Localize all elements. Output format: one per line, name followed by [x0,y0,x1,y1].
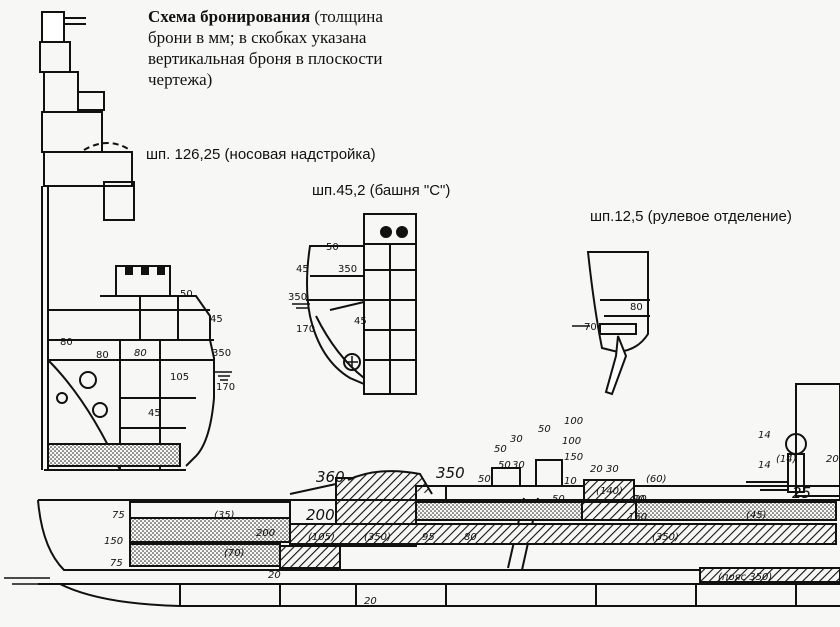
profile-turret-numbers: 360 350 (140) (60) (14) 25 [316,454,811,502]
profile-num: 350 [436,464,465,482]
profile-num: 30 [606,464,619,475]
profile-num: 10 [564,476,577,487]
sec-a-num: 80 [134,348,147,359]
sec-a-num: 80 [60,337,73,348]
sec-a-num: 45 [148,408,161,419]
section-turret-c [292,213,417,395]
profile-middle-numbers: 150 200 (105) (350) 95 80 (350) [104,528,679,547]
profile-upper-numbers: 100 50 30 100 50 150 30 50 20 30 50 10 2… [478,416,839,505]
profile-num: 20 [632,494,645,505]
caption-text: (толщина брони в мм; в скобках указана в… [148,7,383,89]
profile-num: 30 [512,460,525,471]
section-label-steering: шп.12,5 (рулевое отделение) [590,208,792,225]
profile-num: 20 [634,494,647,505]
sec-b-num: 350 [338,264,357,275]
sec-b-num: 45 [354,316,367,327]
section-a-numbers: 50 45 80 80 80 350 105 170 45 [60,289,235,419]
hull-profile [4,383,840,607]
profile-num: 20 [364,596,377,607]
sec-b-num: 170 [296,324,315,335]
profile-num: 360 [316,468,345,486]
sec-c-num: 80 [630,302,643,313]
sec-b-num: 45 [296,264,309,275]
sec-a-num: 50 [180,289,193,300]
profile-num: 150 [564,452,583,463]
profile-num: (350) [364,532,391,543]
profile-num: 95 [422,532,435,543]
section-c-numbers: 80 70 [584,302,643,333]
profile-num: (350) [652,532,679,543]
profile-num: 200 [256,528,275,539]
sec-a-num: 350 [212,348,231,359]
profile-num: (140) [596,486,623,497]
profile-num: 75 [110,558,123,569]
profile-num: (45) [746,510,767,521]
profile-num: 50 [494,444,507,455]
sec-b-num: 350 [288,292,307,303]
profile-num: 20 [590,464,603,475]
sec-a-num: 45 [210,314,223,325]
profile-num: 25 [792,484,811,502]
profile-deck-numbers: 75 (35) 200 150 (45) 50 20 [112,494,767,524]
diagram-caption: Схема бронирования (толщина брони в мм; … [148,6,418,90]
profile-num: 20 [268,570,281,581]
profile-num: 30 [510,434,523,445]
profile-num: 75 [112,510,125,521]
profile-num: 50 [478,474,491,485]
section-label-turret: шп.45,2 (башня "С") [312,182,451,199]
section-b-numbers: 50 45 350 350 170 45 [288,242,367,335]
profile-num: 14 [758,460,771,471]
profile-num: 50 [552,494,565,505]
profile-num: (70) [224,548,245,559]
section-label-bow: шп. 126,25 (носовая надстройка) [146,146,376,163]
profile-num: 80 [464,532,477,543]
profile-num: (14) [776,454,797,465]
profile-num: (35) [214,510,235,521]
profile-num: 100 [562,436,581,447]
profile-num: 50 [538,424,551,435]
profile-num: 150 [628,512,647,523]
sec-c-num: 70 [584,322,597,333]
section-bow-superstructure [39,11,232,471]
sec-a-num: 80 [96,350,109,361]
profile-num: (105) [308,532,335,543]
sec-b-num: 50 [326,242,339,253]
profile-num: 150 [104,536,123,547]
profile-lower-numbers: 75 (70) 20 20 (пояс 350) [110,548,772,607]
section-steering [572,251,650,396]
profile-num: 100 [564,416,583,427]
profile-num: 50 [498,460,511,471]
caption-title: Схема бронирования [148,7,311,26]
sec-a-num: 105 [170,372,189,383]
profile-num: 20 [826,454,839,465]
profile-num: (пояс 350) [718,572,772,583]
profile-num: 200 [306,506,335,524]
profile-num: (60) [646,474,667,485]
profile-num: 14 [758,430,771,441]
sec-a-num: 170 [216,382,235,393]
